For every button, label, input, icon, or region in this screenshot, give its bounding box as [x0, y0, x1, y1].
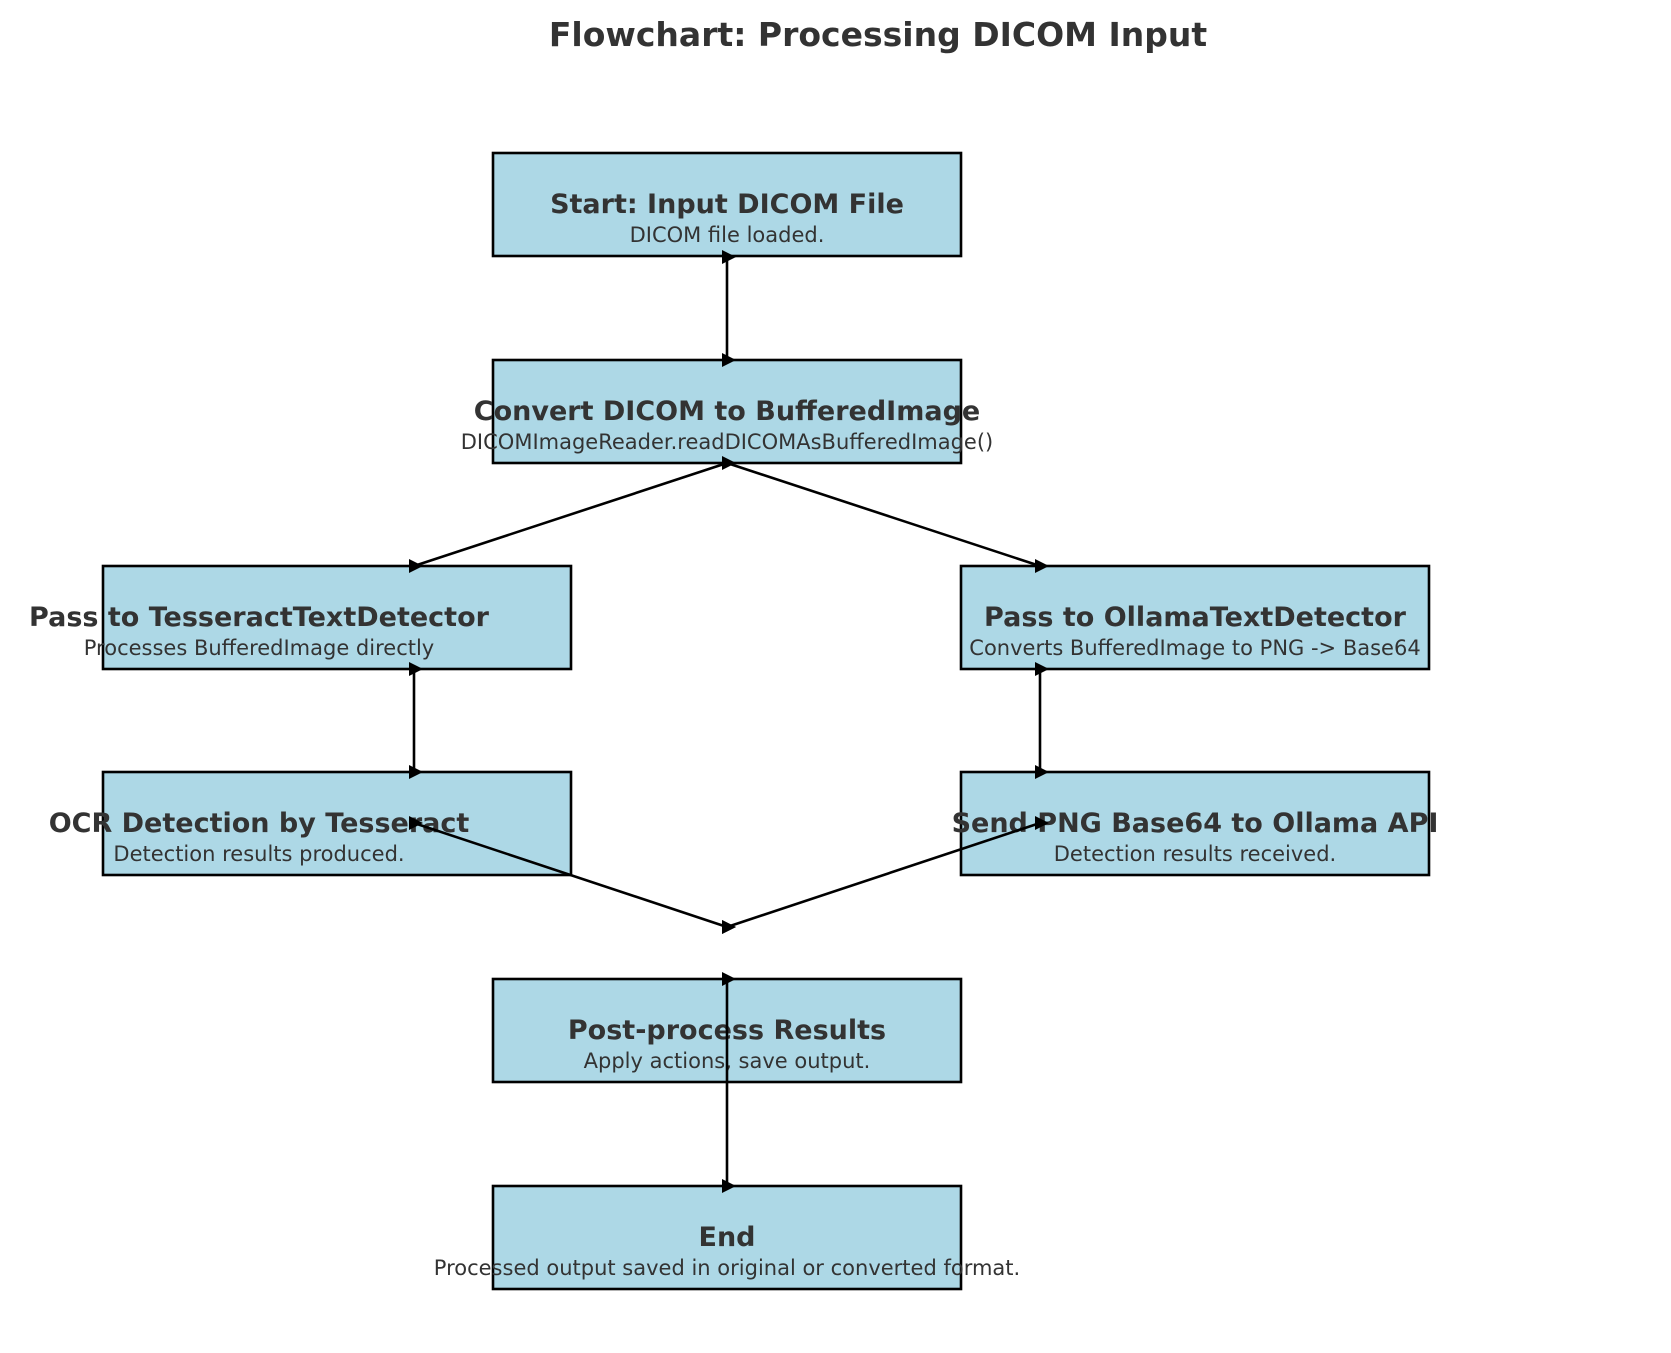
- arrowhead-icon: [722, 1179, 736, 1193]
- node-subtitle: Detection results produced.: [113, 842, 404, 866]
- arrowhead-icon: [1035, 816, 1049, 830]
- node-title: OCR Detection by Tesseract: [49, 808, 470, 839]
- node-subtitle: Processed output saved in original or co…: [434, 1256, 1020, 1280]
- node-subtitle: Converts BufferedImage to PNG -> Base64: [969, 636, 1420, 660]
- arrowhead-icon: [409, 662, 423, 676]
- node-title: Pass to OllamaTextDetector: [984, 602, 1407, 633]
- arrowhead-icon: [409, 816, 423, 830]
- node-box: [491, 151, 963, 258]
- node-title: Send PNG Base64 to Ollama API: [952, 808, 1439, 839]
- arrowhead-icon: [722, 250, 736, 264]
- arrowhead-icon: [722, 353, 736, 367]
- node-box: [101, 564, 573, 671]
- arrowhead-icon: [409, 559, 423, 573]
- arrowhead-icon: [722, 972, 736, 986]
- node-subtitle: Processes BufferedImage directly: [84, 636, 434, 660]
- node-box: [491, 1184, 963, 1291]
- arrowhead-icon: [1035, 662, 1049, 676]
- edge-convert-to-ollama-pass: [726, 461, 1041, 568]
- node-box: [959, 770, 1431, 877]
- node-title: Convert DICOM to BufferedImage: [474, 396, 980, 427]
- node-convert: Convert DICOM to BufferedImageDICOMImage…: [461, 358, 993, 465]
- node-title: Pass to TesseractTextDetector: [29, 602, 490, 633]
- arrowhead-icon: [1035, 559, 1049, 573]
- node-subtitle: DICOMImageReader.readDICOMAsBufferedImag…: [461, 430, 993, 454]
- node-box: [959, 564, 1431, 671]
- node-ollama-send: Send PNG Base64 to Ollama API Detection r…: [952, 770, 1439, 877]
- node-box: [491, 358, 963, 465]
- arrowhead-icon: [722, 920, 736, 934]
- node-title: End: [699, 1222, 756, 1253]
- arrowhead-icon: [409, 765, 423, 779]
- arrowhead-icon: [722, 456, 736, 470]
- node-subtitle: DICOM file loaded.: [630, 223, 825, 247]
- arrowhead-icon: [1035, 765, 1049, 779]
- edge-convert-to-tess-pass: [413, 461, 728, 568]
- node-box: [101, 770, 573, 877]
- edge-tess-ocr-to-post: [413, 821, 728, 929]
- edges-layer: [409, 250, 1049, 1193]
- flowchart-title: Flowchart: Processing DICOM Input: [549, 15, 1208, 54]
- edge-ollama-send-to-post: [726, 821, 1041, 929]
- node-title: Start: Input DICOM File: [550, 189, 904, 220]
- node-subtitle: Detection results received.: [1054, 842, 1336, 866]
